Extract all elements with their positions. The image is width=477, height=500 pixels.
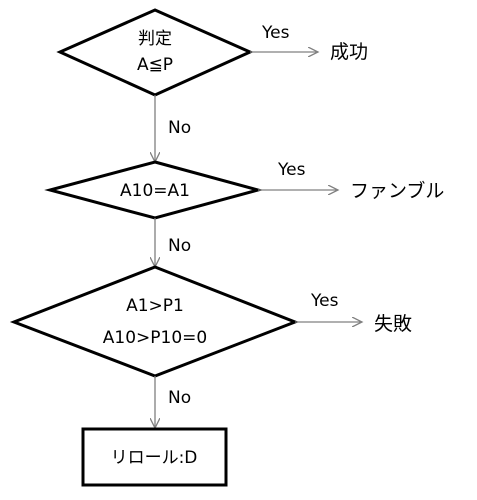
- outcome-fumble: ファンブル: [350, 179, 444, 202]
- decision-3-line1: A1>P1: [126, 296, 184, 316]
- no-label-2: No: [168, 236, 191, 256]
- no-label-1: No: [168, 118, 191, 138]
- yes-label-2: Yes: [277, 160, 306, 180]
- decision-3-diamond: [9, 265, 300, 378]
- decision-3-line2: A10>P10=0: [103, 328, 207, 348]
- yes-label-1: Yes: [261, 23, 290, 43]
- outcome-success: 成功: [330, 41, 368, 63]
- decision-1-diamond: [56, 8, 254, 97]
- yes-label-3: Yes: [310, 291, 339, 311]
- reroll-box: [81, 427, 228, 487]
- no-label-3: No: [168, 388, 191, 408]
- decision-1-line1: 判定: [138, 29, 172, 49]
- decision-1-line2: A≦P: [137, 55, 173, 75]
- outcome-failure: 失敗: [374, 313, 412, 335]
- decision-2-line1: A10=A1: [120, 181, 190, 201]
- reroll-label: リロール:D: [111, 448, 198, 468]
